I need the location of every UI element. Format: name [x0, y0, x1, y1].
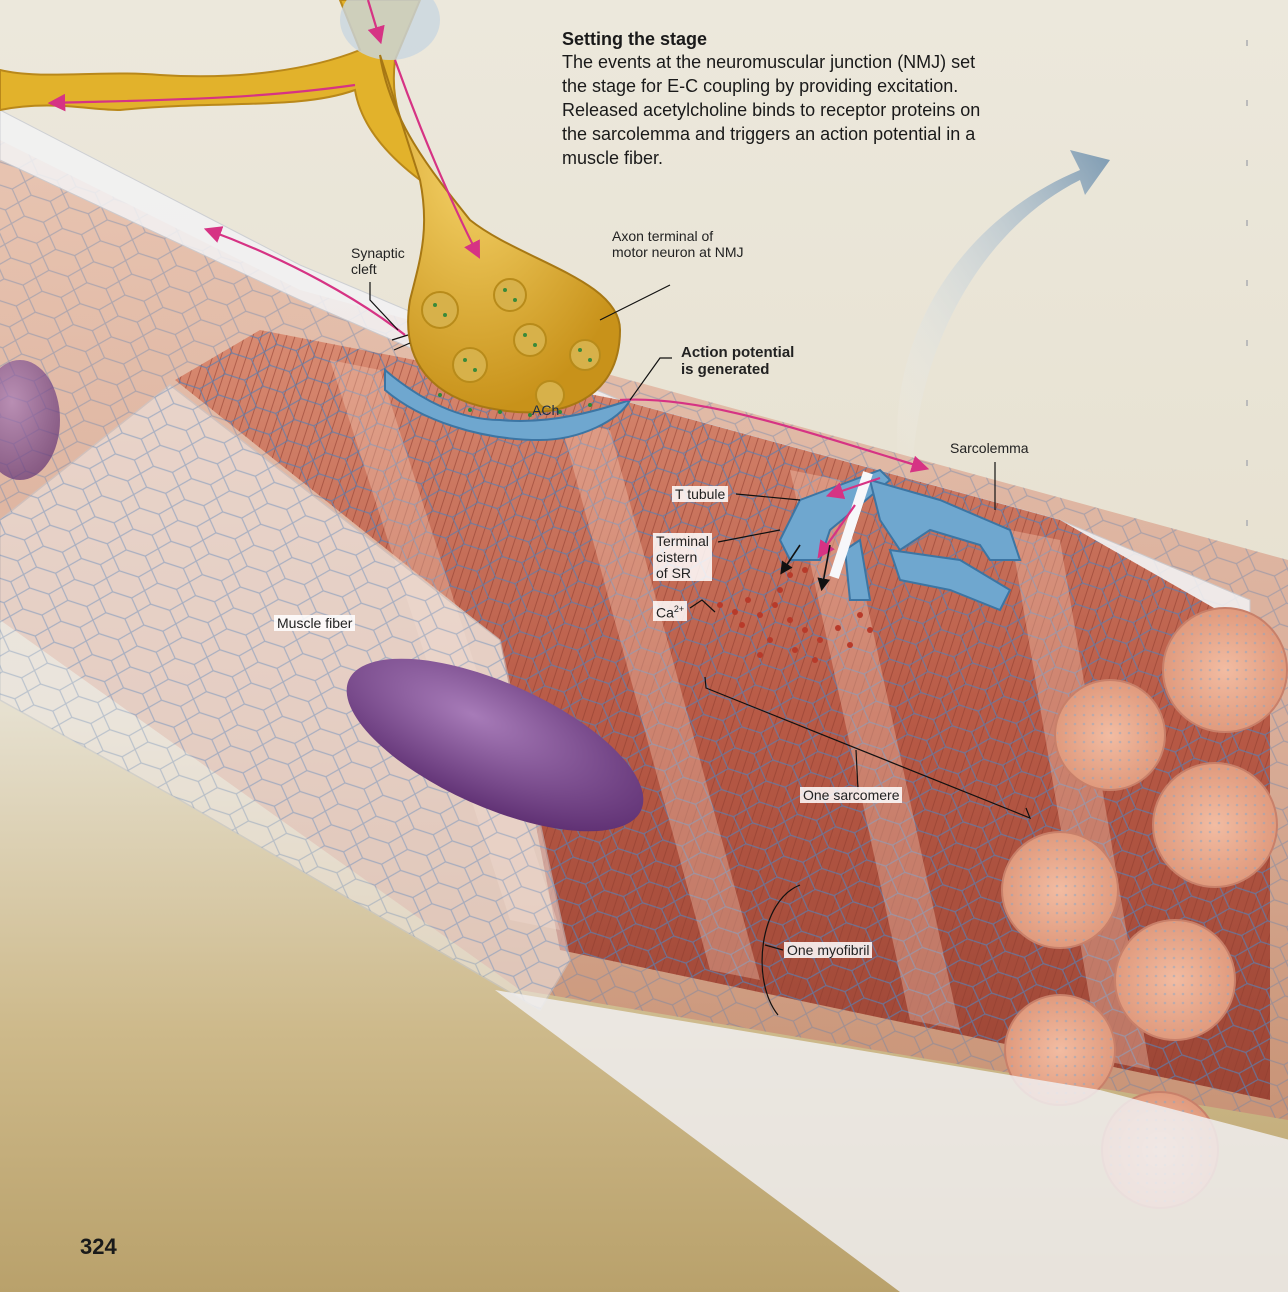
page-number: 324	[80, 1234, 117, 1259]
nucleus-left	[0, 360, 60, 480]
label-ach: ACh	[532, 402, 560, 418]
label-t-tubule: T tubule	[672, 486, 729, 502]
caption-title: Setting the stage	[562, 29, 708, 49]
leader-lines	[369, 282, 1032, 1016]
transition-arrow	[896, 150, 1110, 480]
label-muscle-fiber: Muscle fiber	[274, 615, 356, 631]
motor-neuron	[0, 0, 622, 414]
label-sarcolemma: Sarcolemma	[950, 440, 1029, 456]
label-one-myofibril: One myofibril	[784, 942, 873, 958]
calcium-ions	[717, 567, 873, 663]
caption-body: The events at the neuromuscular junction…	[562, 52, 981, 168]
signal-arrows	[47, 0, 930, 559]
page-margin-marks	[1246, 40, 1248, 580]
label-one-sarcomere: One sarcomere	[800, 787, 903, 803]
sarcolemma-lower	[495, 990, 1288, 1292]
nucleus-front	[346, 658, 644, 832]
label-calcium: Ca2+	[653, 601, 688, 621]
caption: Setting the stage The events at the neur…	[562, 28, 982, 170]
